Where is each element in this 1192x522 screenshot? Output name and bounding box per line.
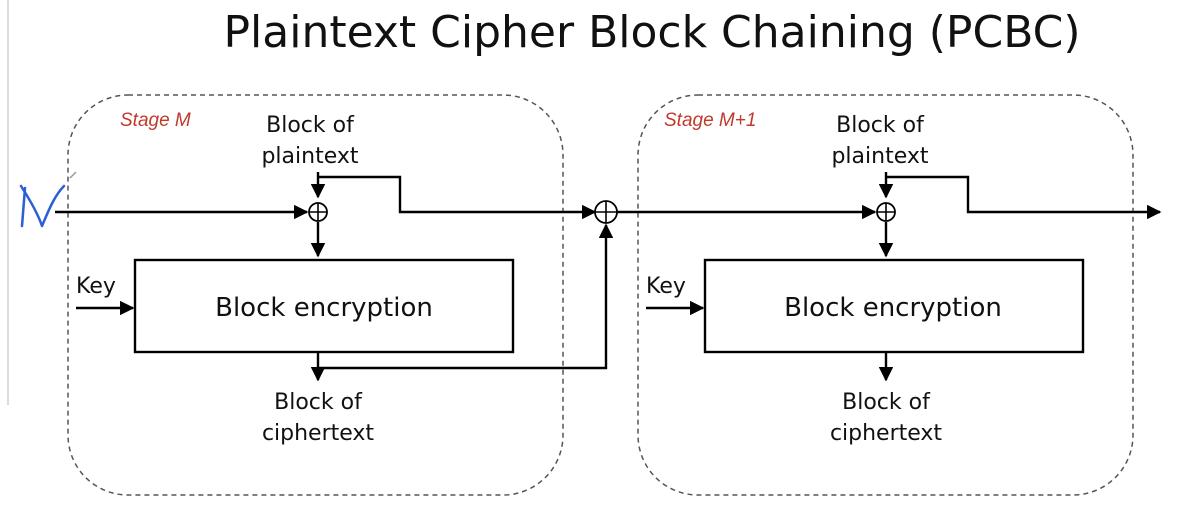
ciphertext-feedback-arrow: [318, 223, 614, 370]
page-title: Plaintext Cipher Block Chaining (PCBC): [224, 7, 1081, 58]
stage-m-label: Stage M: [120, 110, 191, 131]
stage-m-xor-symbol: [308, 202, 328, 222]
stage-m-ciphertext-label-line1: Block of: [274, 390, 363, 415]
stage-m-plaintext-branch: [318, 175, 597, 220]
chaining-xor-symbol: [594, 200, 618, 224]
stage-m-container: [67, 94, 564, 496]
stage-m1-ciphertext-label-line2: ciphertext: [830, 421, 942, 446]
stage-m1-encryption-box: [703, 258, 1085, 354]
stage-m-plaintext-label-line2: plaintext: [261, 144, 358, 169]
stage-m1-encryption-label: Block encryption: [784, 293, 1002, 323]
stage-m1-key-label: Key: [646, 274, 686, 299]
stage-m-encryption-box: [133, 258, 515, 354]
stage-m-encryption-label: Block encryption: [215, 293, 433, 323]
stage-m1-container: [637, 94, 1134, 496]
stage-m-plaintext-label-line1: Block of: [266, 113, 355, 138]
stage-m1-xor-symbol: [876, 202, 896, 222]
stage-m1-label: Stage M+1: [664, 110, 756, 131]
stage-m1-plaintext-branch: [886, 175, 1162, 220]
stage-m-key-label: Key: [76, 274, 116, 299]
handwritten-iv-annotation: [19, 171, 77, 228]
stage-m1-ciphertext-label-line1: Block of: [842, 390, 931, 415]
stage-m1-plaintext-label-line2: plaintext: [831, 144, 928, 169]
stage-m-ciphertext-label-line2: ciphertext: [262, 421, 374, 446]
stage-m1-plaintext-label-line1: Block of: [836, 113, 925, 138]
